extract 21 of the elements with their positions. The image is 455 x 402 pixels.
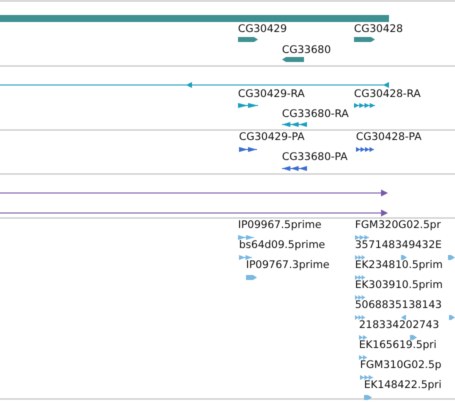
feature-label: FGM320G02.5pr — [355, 219, 441, 232]
feature-label: CG30428-PA — [356, 131, 422, 144]
feature-label: EK165619.5pri — [359, 339, 437, 352]
feature-label: CG33680-RA — [282, 108, 349, 121]
feature-label: 5068835138143 — [355, 299, 442, 312]
feature-label: 218334202743 — [359, 319, 440, 332]
feature-label: CG33680-PA — [282, 151, 348, 164]
feature-label: CG30429-RA — [238, 88, 305, 101]
feature-label: IP09967.5prime — [238, 219, 322, 232]
feature-label: CG33680 — [282, 44, 331, 57]
feature-label: 357148349432E — [355, 239, 442, 252]
feature-label: CG30428-RA — [354, 88, 421, 101]
feature-label: IP09767.3prime — [246, 259, 330, 272]
feature-label: bs64d09.5prime — [239, 239, 326, 252]
feature-label: EK303910.5prim — [355, 279, 443, 292]
feature-label: CG30428 — [354, 23, 403, 36]
feature-label: FGM310G02.5p — [360, 359, 442, 372]
feature-label: CG30429 — [238, 23, 287, 36]
feature-label: EK148422.5pri — [364, 379, 442, 392]
feature-label: CG30429-PA — [239, 131, 305, 144]
feature-label: EK234810.5prim — [355, 259, 443, 272]
